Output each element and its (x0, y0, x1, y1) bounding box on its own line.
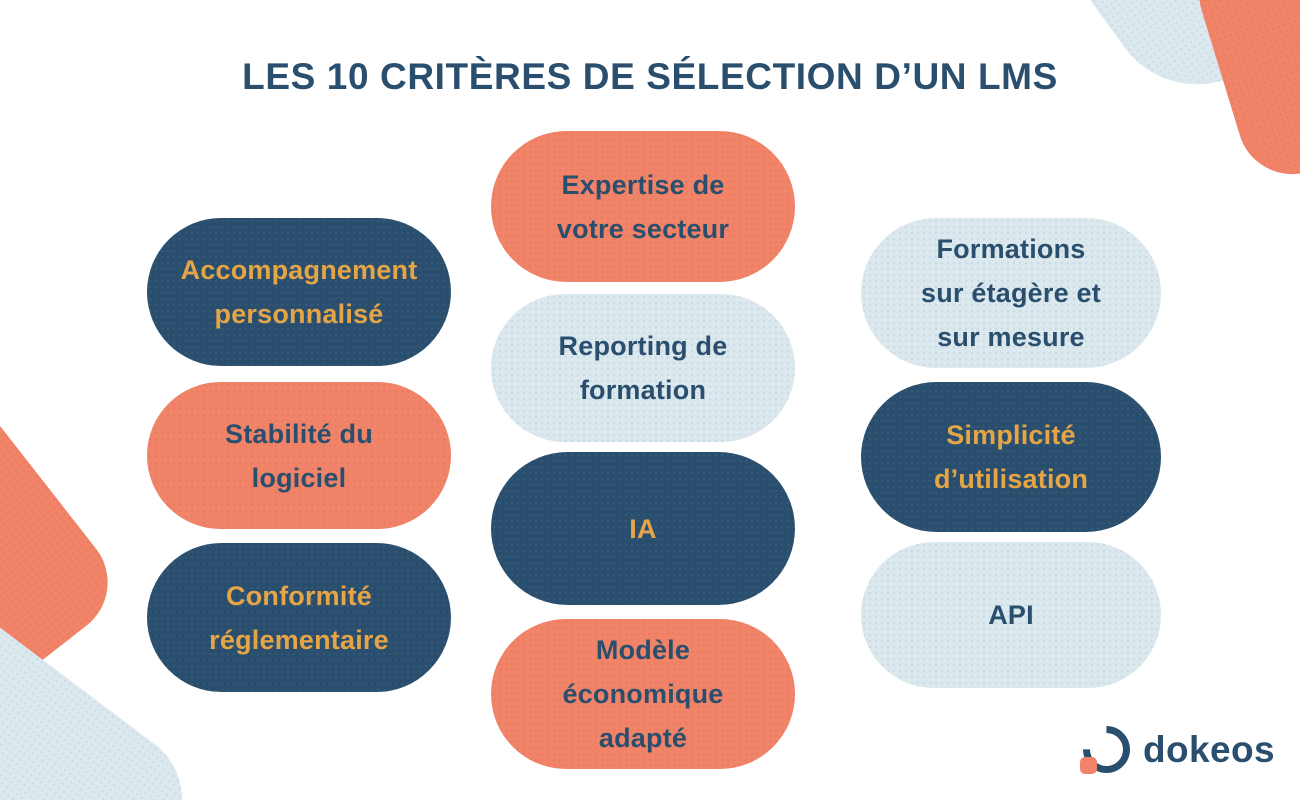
criterion-label: API (988, 600, 1034, 630)
criterion-pill-ia: IA (491, 452, 795, 605)
criterion-label: Simplicité d’utilisation (933, 420, 1089, 494)
criterion-label: IA (629, 513, 657, 544)
criterion-label: Reporting de formation (558, 331, 728, 405)
criterion-label: Expertise de votre secteur (556, 169, 730, 244)
criterion-pill-simplicite-d-utilisation: Simplicité d’utilisation (861, 382, 1161, 532)
criterion-label: Accompagnement personnalisé (180, 255, 418, 329)
criterion-pill-expertise-de-votre-secteur: Expertise de votre secteur (491, 131, 795, 282)
page-title: LES 10 CRITÈRES DE SÉLECTION D’UN LMS (242, 56, 1058, 97)
criterion-pill-modele-economique-adapte: Modèle économique adapté (491, 619, 795, 769)
criterion-pill-accompagnement-personnalise: Accompagnement personnalisé (147, 218, 451, 366)
criterion-pill-stabilite-du-logiciel: Stabilité du logiciel (147, 382, 451, 529)
criterion-pill-formations-sur-etagere-et-sur-mesure: Formations sur étagère et sur mesure (861, 218, 1161, 368)
logo-square-icon (1080, 757, 1097, 774)
dokeos-logo-icon (1073, 716, 1140, 783)
dokeos-logo: dokeos (1073, 716, 1275, 783)
logo-brand-name: dokeos (1143, 728, 1275, 770)
criterion-label: Conformité réglementaire (209, 580, 389, 655)
criterion-pill-reporting-de-formation: Reporting de formation (491, 294, 795, 442)
criterion-label: Modèle économique adapté (562, 635, 724, 753)
criterion-label: Formations sur étagère et sur mesure (921, 234, 1101, 352)
criterion-label: Stabilité du logiciel (225, 418, 373, 493)
criterion-pill-conformite-reglementaire: Conformité réglementaire (147, 543, 451, 692)
criterion-pill-api: API (861, 542, 1161, 688)
